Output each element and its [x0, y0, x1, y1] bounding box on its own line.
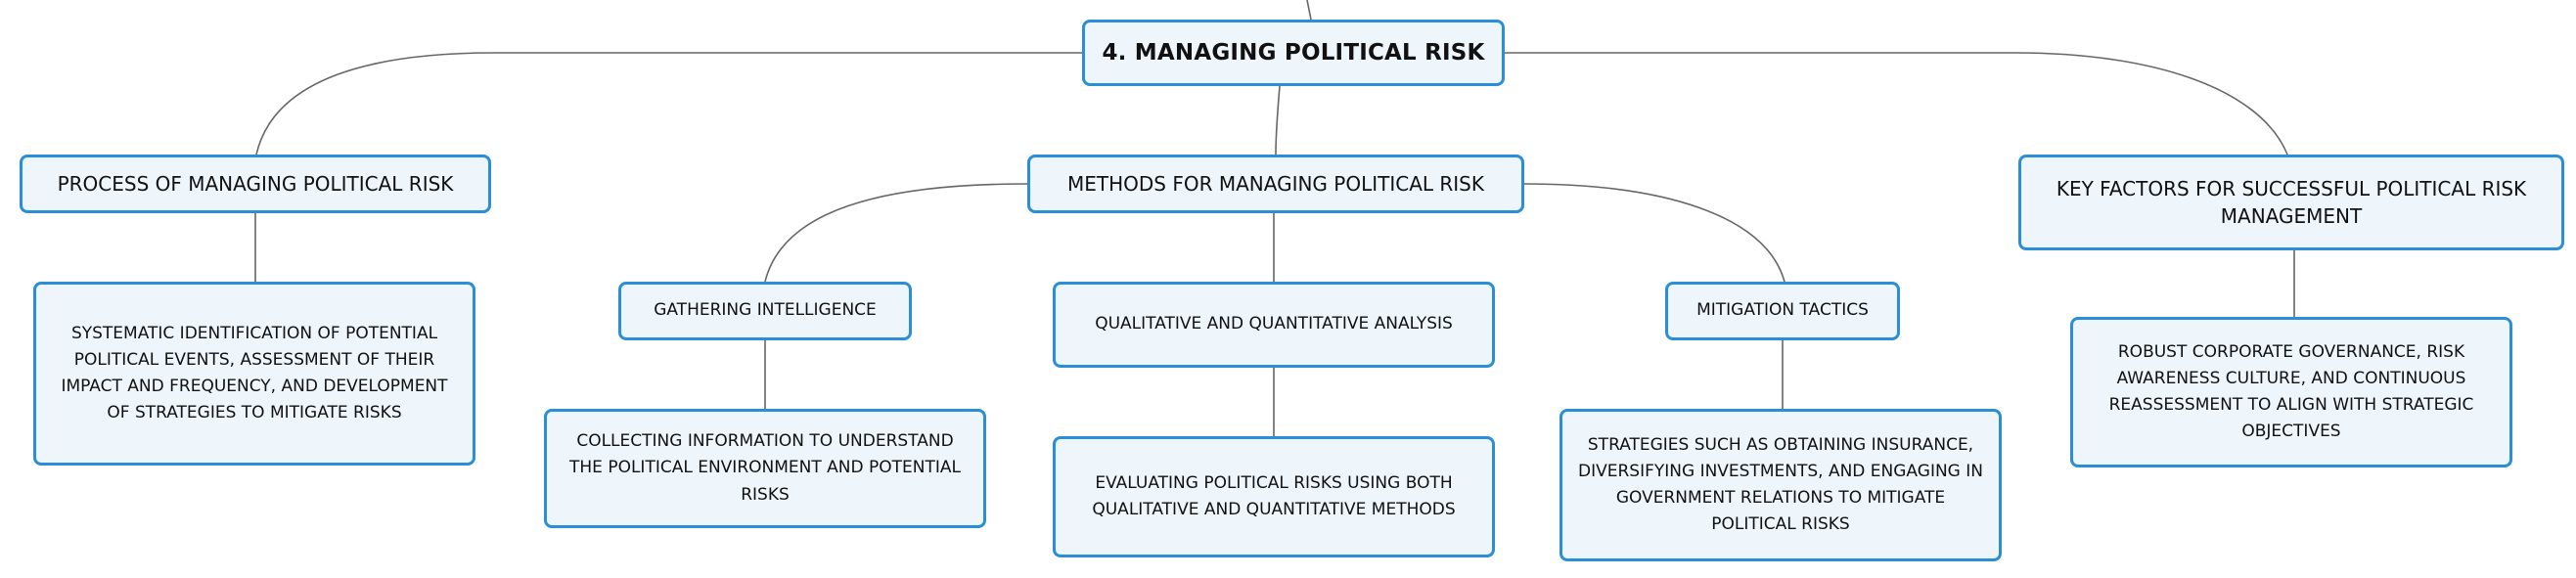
connector-root-keyfactors: [1505, 52, 2288, 156]
mitigation-tactics-label: MITIGATION TACTICS: [1696, 300, 1869, 321]
gathering-intelligence-node[interactable]: GATHERING INTELLIGENCE: [618, 282, 912, 340]
gathering-intelligence-detail-node[interactable]: COLLECTING INFORMATION TO UNDERSTAND THE…: [544, 409, 986, 528]
root-topic-label: 4. MANAGING POLITICAL RISK: [1102, 39, 1485, 66]
analysis-detail-text: EVALUATING POLITICAL RISKS USING BOTH QU…: [1092, 472, 1456, 519]
key-factors-detail-node[interactable]: ROBUST CORPORATE GOVERNANCE, RISK AWAREN…: [2070, 317, 2512, 467]
process-detail-node[interactable]: SYSTEMATIC IDENTIFICATION OF POTENTIAL P…: [33, 282, 475, 466]
key-factors-topic-node[interactable]: KEY FACTORS FOR SUCCESSFUL POLITICAL RIS…: [2018, 155, 2564, 250]
process-topic-label: PROCESS OF MANAGING POLITICAL RISK: [57, 172, 454, 196]
key-factors-topic-label: KEY FACTORS FOR SUCCESSFUL POLITICAL RIS…: [2056, 177, 2527, 228]
gathering-intelligence-label: GATHERING INTELLIGENCE: [654, 300, 877, 321]
mitigation-tactics-detail-text: STRATEGIES SUCH AS OBTAINING INSURANCE, …: [1578, 434, 1983, 535]
connector-methods-mitigation: [1523, 183, 1785, 283]
process-topic-node[interactable]: PROCESS OF MANAGING POLITICAL RISK: [20, 155, 491, 213]
connector-root-parent: [1306, 0, 1312, 21]
mitigation-tactics-detail-node[interactable]: STRATEGIES SUCH AS OBTAINING INSURANCE, …: [1559, 409, 2002, 561]
analysis-detail-node[interactable]: EVALUATING POLITICAL RISKS USING BOTH QU…: [1053, 436, 1495, 557]
methods-topic-label: METHODS FOR MANAGING POLITICAL RISK: [1067, 172, 1484, 196]
key-factors-detail-text: ROBUST CORPORATE GOVERNANCE, RISK AWAREN…: [2108, 341, 2474, 442]
connector-root-methods: [1275, 85, 1281, 156]
root-topic-node[interactable]: 4. MANAGING POLITICAL RISK: [1082, 20, 1505, 86]
mitigation-tactics-node[interactable]: MITIGATION TACTICS: [1665, 282, 1900, 340]
connector-methods-gathering: [764, 183, 1028, 283]
gathering-intelligence-detail-text: COLLECTING INFORMATION TO UNDERSTAND THE…: [569, 431, 961, 505]
methods-topic-node[interactable]: METHODS FOR MANAGING POLITICAL RISK: [1027, 155, 1524, 213]
analysis-label: QUALITATIVE AND QUANTITATIVE ANALYSIS: [1095, 314, 1453, 334]
process-detail-text: SYSTEMATIC IDENTIFICATION OF POTENTIAL P…: [61, 323, 448, 423]
analysis-node[interactable]: QUALITATIVE AND QUANTITATIVE ANALYSIS: [1053, 282, 1495, 368]
connector-root-process: [255, 52, 1082, 156]
